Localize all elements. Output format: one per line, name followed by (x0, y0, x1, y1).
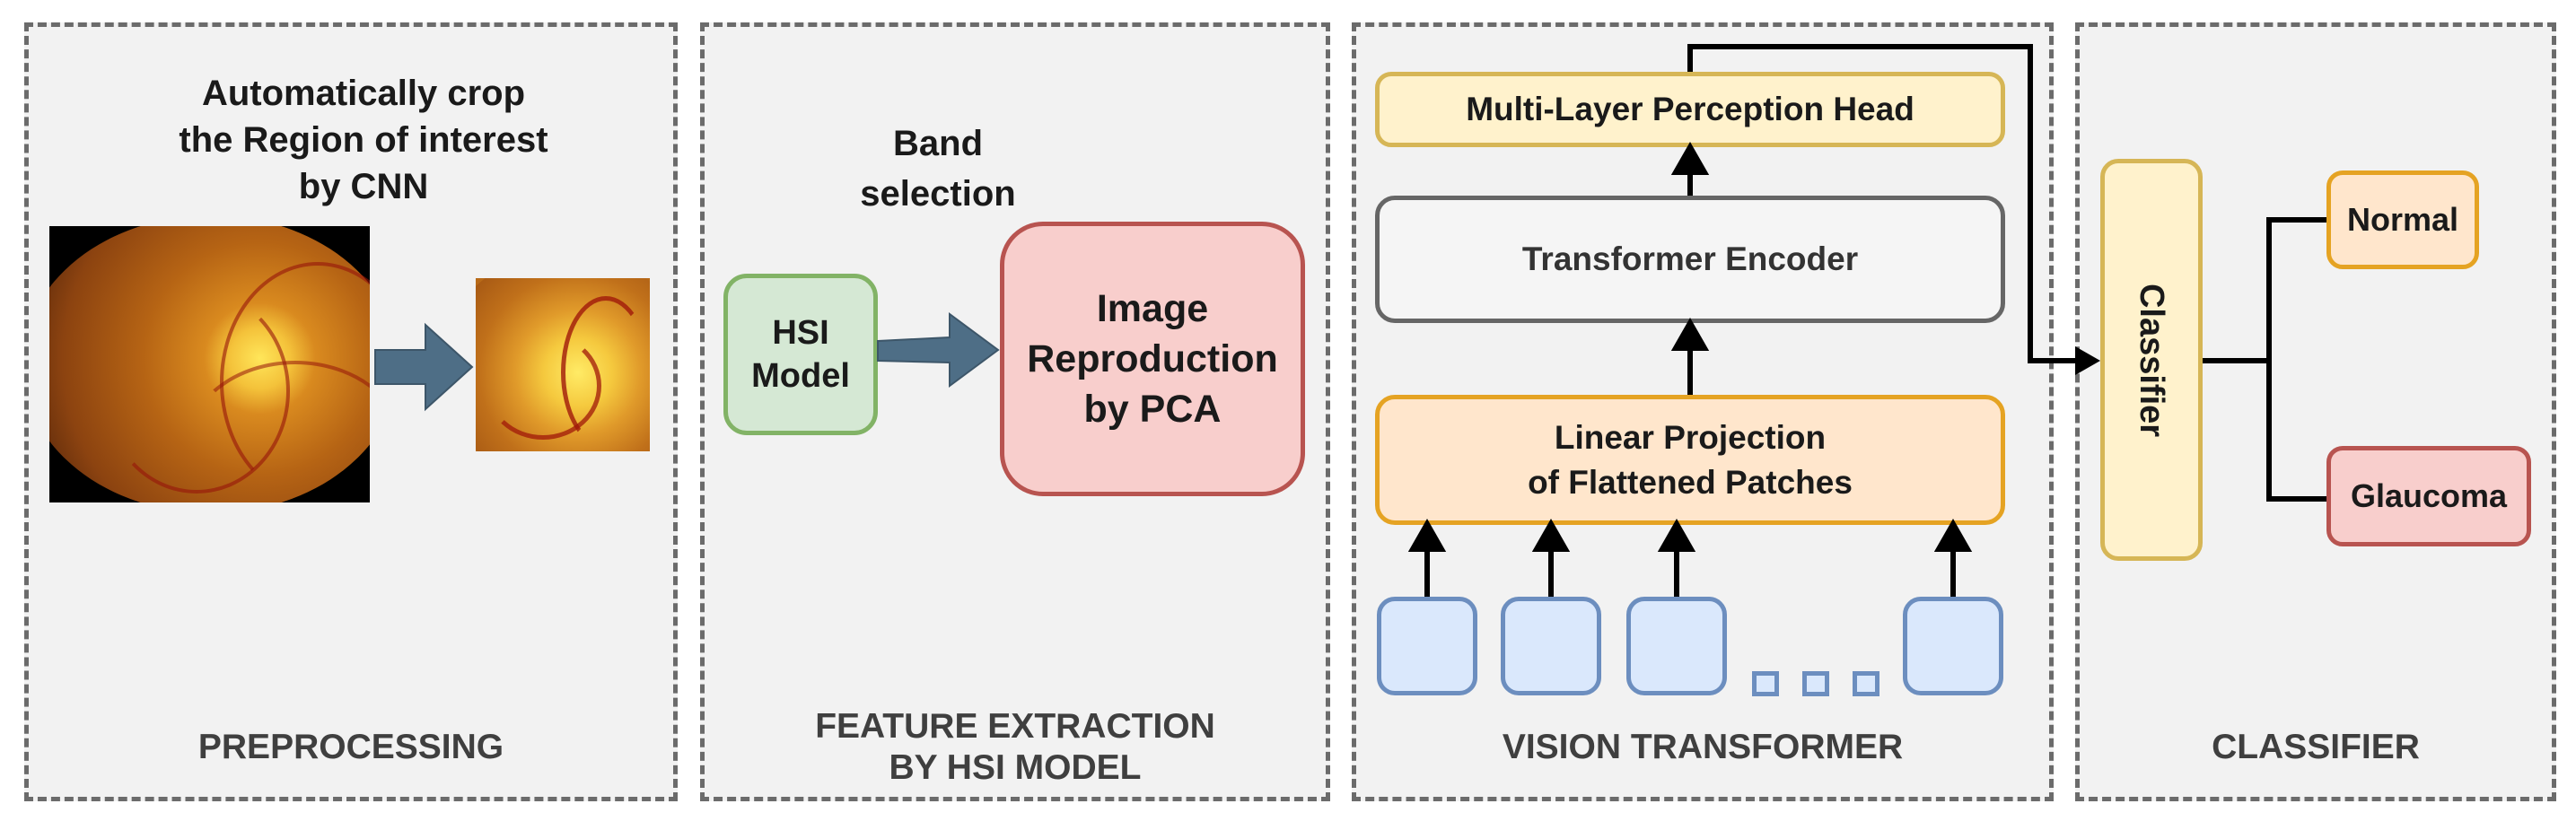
classifier-box: Classifier (2100, 159, 2203, 561)
normal-box: Normal (2326, 170, 2479, 269)
patch-ellipsis-3 (1853, 671, 1879, 696)
cropped-roi-image (476, 278, 650, 451)
patch-ellipsis-2 (1802, 671, 1829, 696)
patch-2 (1501, 597, 1601, 695)
panel-title-classifier: CLASSIFIER (2212, 728, 2420, 766)
crop-arrow-icon (374, 322, 474, 412)
panel-title-feature-extraction: FEATURE EXTRACTION BY HSI MODEL (815, 707, 1215, 787)
patch-1 (1377, 597, 1477, 695)
mlp-head-box: Multi-Layer Perception Head (1375, 72, 2005, 147)
patch-3 (1626, 597, 1727, 695)
roi-caption: Automatically crop the Region of interes… (179, 74, 548, 206)
band-selection-label: Band selection (860, 124, 1016, 214)
hsi-model-box: HSI Model (723, 274, 878, 435)
fundus-image (49, 226, 370, 502)
pca-reproduction-box: Image Reproduction by PCA (1000, 222, 1305, 496)
transformer-encoder-box: Transformer Encoder (1375, 196, 2005, 323)
panel-title-preprocessing: PREPROCESSING (197, 728, 504, 766)
patch-n (1903, 597, 2003, 695)
patch-ellipsis-1 (1752, 671, 1779, 696)
glaucoma-box: Glaucoma (2326, 446, 2531, 546)
linear-projection-box: Linear Projection of Flattened Patches (1375, 395, 2005, 525)
pca-arrow-icon (877, 312, 1000, 388)
panel-title-vision-transformer: VISION TRANSFORMER (1502, 728, 1904, 766)
